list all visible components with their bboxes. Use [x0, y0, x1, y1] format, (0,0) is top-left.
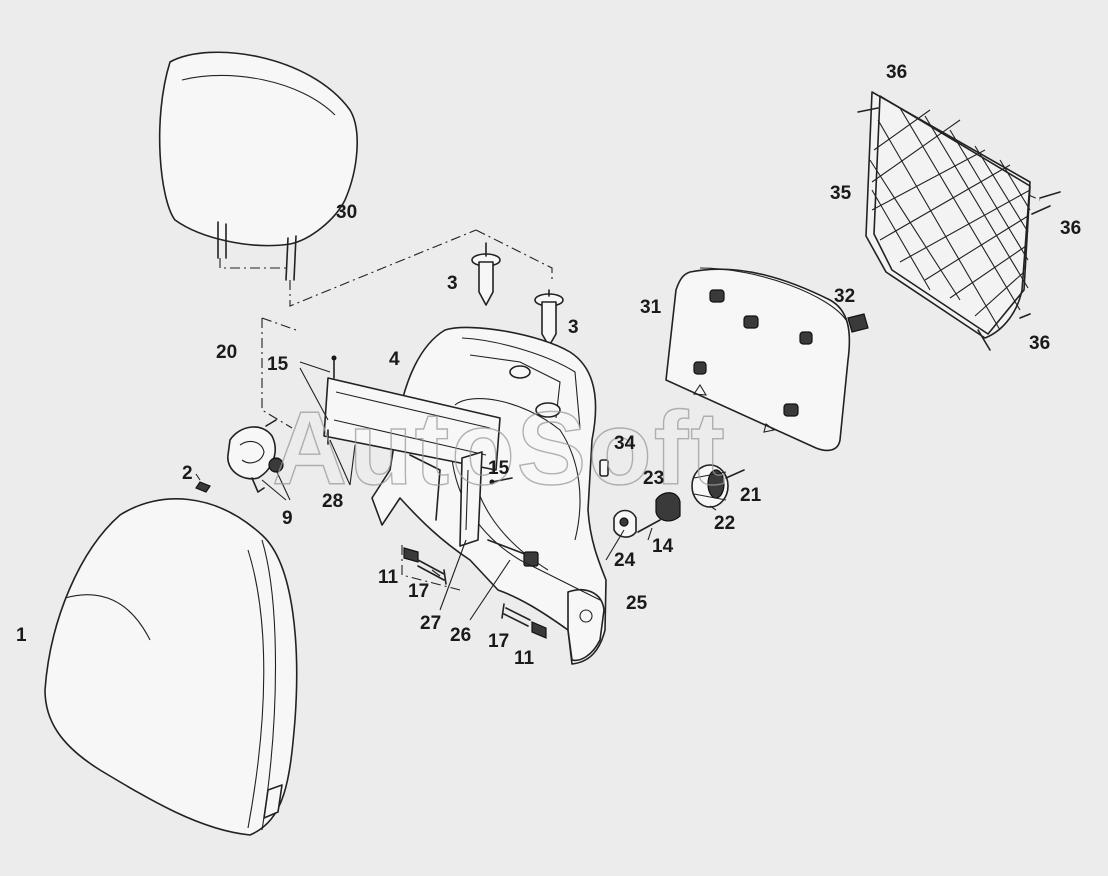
callout-label-9: 9: [282, 508, 293, 529]
callout-label-22: 22: [714, 513, 735, 534]
spring-clip-part-9[interactable]: [227, 419, 284, 493]
bolt-part-2[interactable]: [195, 481, 211, 493]
callout-label-24: 24: [614, 550, 636, 571]
callout-label-36b: 36: [1060, 218, 1081, 239]
bracket-part-25[interactable]: [523, 551, 539, 567]
callout-label-17a: 17: [408, 581, 429, 602]
callout-label-25: 25: [626, 593, 648, 614]
headrest-part-30[interactable]: [158, 51, 358, 281]
leader-lines: [195, 361, 717, 621]
callout-label-17b: 17: [488, 631, 509, 652]
knob-base-part-24[interactable]: [613, 509, 637, 538]
nut-part-11a[interactable]: [403, 547, 419, 563]
screw-part-36c[interactable]: [977, 313, 1031, 351]
callout-label-34: 34: [614, 433, 636, 454]
callout-label-11a: 11: [378, 567, 399, 588]
fastener-part-32[interactable]: [847, 313, 869, 333]
callout-label-28: 28: [322, 491, 343, 512]
callout-label-3a: 3: [447, 273, 458, 294]
knob-part-22[interactable]: [691, 464, 729, 508]
screw-part-15b[interactable]: [489, 477, 513, 485]
screw-part-36b[interactable]: [1031, 191, 1061, 215]
bolt-part-17b[interactable]: [501, 603, 531, 627]
callout-label-11b: 11: [514, 648, 535, 669]
back-cover-panel-part-31[interactable]: [665, 267, 851, 452]
callout-label-35: 35: [830, 183, 852, 204]
callout-label-21: 21: [740, 485, 762, 506]
adjuster-rail-part-27[interactable]: [459, 451, 483, 547]
screw-part-36a[interactable]: [857, 107, 879, 113]
screw-part-21[interactable]: [725, 469, 745, 479]
gear-part-23[interactable]: [655, 492, 681, 522]
callout-label-23: 23: [643, 468, 664, 489]
callout-label-1: 1: [16, 625, 27, 646]
clip-part-34[interactable]: [599, 459, 609, 477]
headrest-guide-part-3a[interactable]: [471, 242, 501, 306]
callout-label-31: 31: [640, 297, 662, 318]
callout-label-36c: 36: [1029, 333, 1050, 354]
lumbar-plate-part-28[interactable]: [323, 377, 501, 471]
callout-label-36a: 36: [886, 62, 907, 83]
callout-label-2: 2: [182, 463, 193, 484]
callout-label-32: 32: [834, 286, 855, 307]
callout-label-27: 27: [420, 613, 441, 634]
callout-label-15a: 15: [267, 354, 289, 375]
screw-part-15a[interactable]: [331, 355, 337, 379]
headrest-guide-part-3b[interactable]: [534, 289, 564, 347]
callout-label-20: 20: [216, 342, 237, 363]
callout-label-3b: 3: [568, 317, 579, 338]
callout-label-14: 14: [652, 536, 674, 557]
watermark-text: AutoSoft: [272, 391, 727, 507]
screw-part-14[interactable]: [637, 519, 661, 533]
storage-net-part-35[interactable]: [865, 91, 1031, 339]
callout-label-26: 26: [450, 625, 471, 646]
seat-back-cushion-part-1[interactable]: [44, 498, 298, 836]
bolt-part-17a[interactable]: [417, 559, 447, 585]
callout-label-30: 30: [336, 202, 357, 223]
nut-part-11b[interactable]: [531, 621, 547, 639]
callout-label-4: 4: [389, 349, 400, 370]
callout-label-15b: 15: [488, 458, 510, 479]
